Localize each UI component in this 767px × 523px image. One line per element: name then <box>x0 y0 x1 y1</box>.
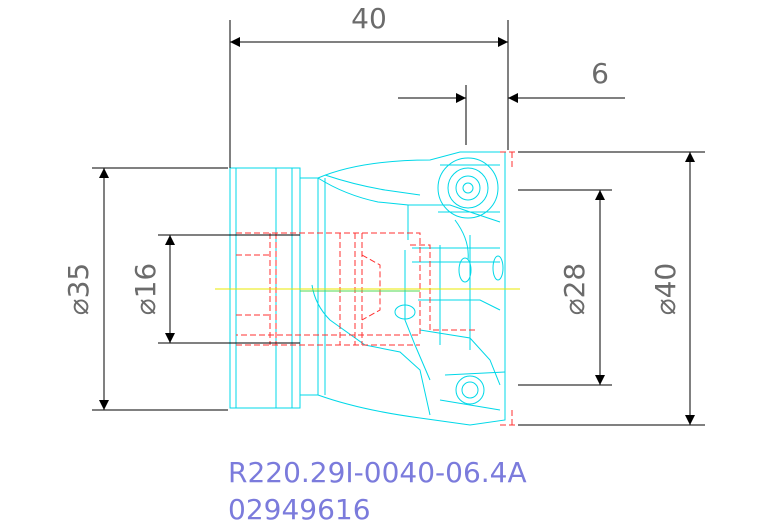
dimension-cutting-diameter <box>518 151 705 426</box>
dim-label-insert-offset: 6 <box>591 57 609 90</box>
dimension-shank-diameter <box>92 167 228 411</box>
dim-label-inner-cut-diameter: ⌀28 <box>558 263 591 316</box>
dim-label-bore-diameter: ⌀16 <box>129 263 162 316</box>
dim-label-shank-diameter: ⌀35 <box>62 263 95 316</box>
dim-label-cutting-diameter: ⌀40 <box>649 263 682 316</box>
tool-body <box>229 151 506 426</box>
dimension-insert-offset <box>398 85 625 150</box>
order-code: 02949616 <box>228 493 371 523</box>
part-number: R220.29I-0040-06.4A <box>228 456 527 489</box>
dim-label-overall-length: 40 <box>351 2 387 35</box>
dimension-bore-diameter <box>158 234 300 344</box>
dimension-inner-cut-diameter <box>518 189 612 386</box>
